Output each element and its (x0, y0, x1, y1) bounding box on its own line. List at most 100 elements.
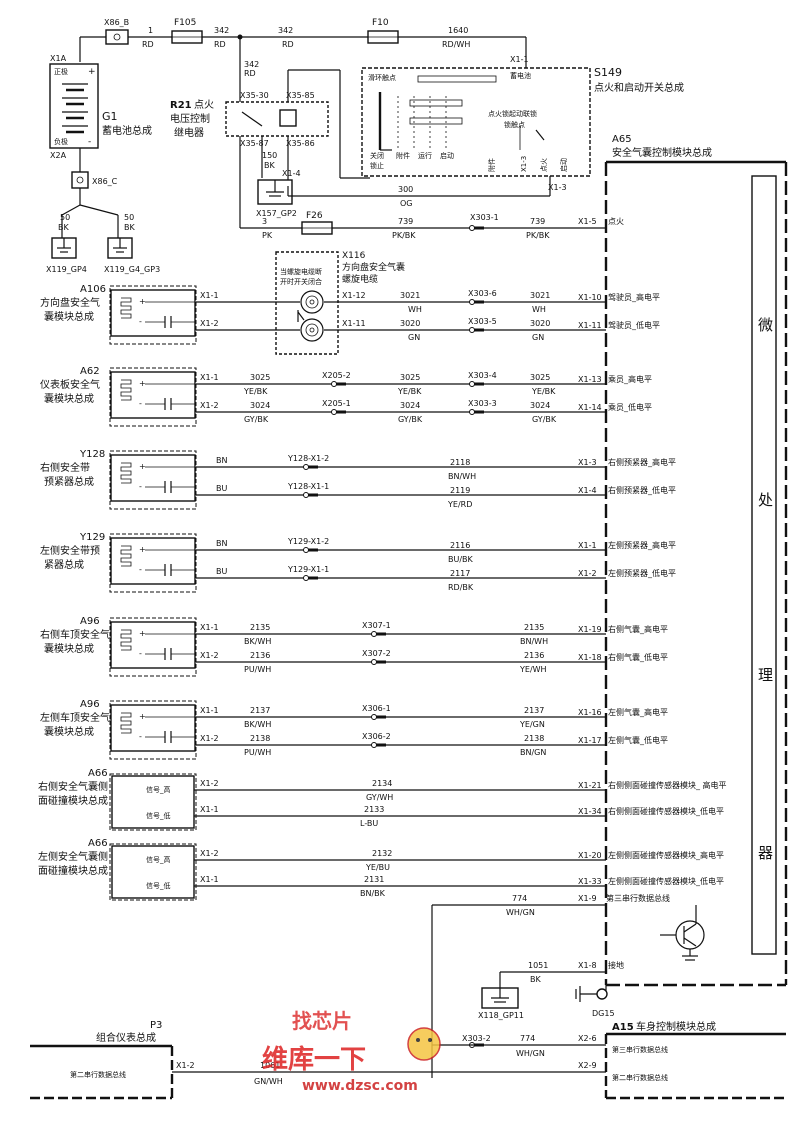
connector-pin (331, 381, 337, 387)
wire-label: 2118 (450, 458, 470, 467)
w300-num: 300 (398, 185, 413, 194)
connector-pin (371, 659, 377, 665)
wire-label: YE/WH (519, 665, 547, 674)
airbag-squib-icon: +- (110, 704, 196, 752)
wire-label: 信号_低 (146, 811, 171, 820)
w342c-num: 342 (244, 60, 259, 69)
w1051-num: 1051 (528, 961, 548, 970)
wire-label: Y129-X1-1 (287, 565, 329, 574)
wire-label: 2132 (372, 849, 392, 858)
component-name: 紧器总成 (44, 558, 84, 571)
s149-x11: X1-1 (510, 55, 529, 64)
component-name: 左侧安全带预 (40, 544, 100, 557)
battery-neg: 负极 (54, 137, 68, 146)
wire-label: X307-1 (362, 621, 391, 630)
wire-label: X306-2 (362, 732, 391, 741)
wire-label: 2117 (450, 569, 470, 578)
wire-label: BK/WH (244, 637, 271, 646)
terminal-icon-2 (76, 176, 84, 184)
wire-label: 左侧侧面碰撞传感器模块_低电平 (608, 876, 724, 886)
lock-label: 点火锁起动联锁 (488, 109, 537, 118)
component-ref: A66 (88, 768, 108, 779)
w1640-num: 1640 (448, 26, 468, 35)
w1051-col: BK (530, 975, 541, 984)
component-name: 右侧安全带 (40, 461, 90, 474)
ground-icon (51, 237, 77, 259)
wire-label: X303-6 (468, 289, 497, 298)
wire-label: 3025 (250, 373, 270, 382)
wire-label: 3020 (400, 319, 420, 328)
wire-label: GN (532, 333, 544, 342)
wire-label: X303-4 (468, 371, 497, 380)
w774b-num: 774 (520, 1034, 535, 1043)
wire-label: X1-2 (578, 569, 597, 578)
mascot-icon (407, 1027, 441, 1061)
w50a-num: 50 (60, 213, 70, 222)
wire-label: X1-19 (578, 625, 602, 634)
sensor-module-icon (111, 775, 195, 829)
watermark-text-1: 找芯片 (292, 1009, 352, 1033)
svg-text:-: - (139, 317, 142, 326)
wire-label: X1-17 (578, 736, 602, 745)
wire-label: YE/BK (397, 387, 422, 396)
airbag-squib-icon: +- (110, 537, 196, 585)
lock2-label: 锁触点 (504, 120, 525, 129)
wire-label: X1-12 (342, 291, 366, 300)
p85-label: X35-85 (286, 91, 315, 100)
connector-pin (303, 575, 309, 581)
component-box (109, 617, 197, 677)
wire-label: X1-1 (200, 875, 219, 884)
x14-label: X1-4 (282, 169, 301, 178)
relay-r21: R21 点火 电压控制 继电器 X35-30 X35-85 X35-87 X35… (170, 69, 370, 218)
gp11-label: X118_GP11 (478, 1011, 524, 1020)
component-ref: A96 (80, 616, 100, 627)
f105-label: F105 (174, 18, 196, 28)
data-pin: X1-9 (578, 894, 597, 903)
r21-name3: 继电器 (174, 126, 204, 139)
w774b-col: WH/GN (516, 1049, 545, 1058)
slip-label: 滑环触点 (368, 73, 396, 82)
component-box (109, 285, 197, 345)
mcu-label-2: 处 (758, 491, 773, 509)
dg15-terminal (596, 988, 608, 1000)
p3-func: 第二串行数据总线 (70, 1070, 126, 1079)
coil-icon (300, 290, 324, 314)
wire-label: X1-11 (578, 321, 602, 330)
wire-label: X303-3 (468, 399, 497, 408)
wire-label: X1-2 (200, 779, 219, 788)
wire-label: X1-1 (578, 541, 597, 550)
wire-label: GY/BK (244, 415, 269, 424)
module-a65: A65 安全气囊控制模块总成 微 处 理 器 (604, 134, 788, 987)
x116-name2: 螺旋电缆 (342, 273, 378, 285)
wire-label: WH (532, 305, 546, 314)
svg-text:-: - (139, 399, 142, 408)
f26-label: F26 (306, 211, 323, 221)
v2-label: X1-3 (520, 156, 528, 172)
g1-ref: G1 (102, 110, 118, 123)
wire-label: YE/BK (531, 387, 556, 396)
gnd-func: 接地 (608, 960, 624, 970)
svg-text:+: + (139, 297, 146, 306)
wire-label: YE/BU (365, 863, 390, 872)
bottom-section: P3 组合仪表总成 第二串行数据总线 X1-2 1061 GN/WH X303-… (30, 1020, 786, 1100)
f10-label: F10 (372, 18, 389, 28)
connector-pin (469, 409, 475, 415)
wire-label: 3025 (530, 373, 550, 382)
a65-ref: A65 (612, 134, 632, 145)
wire-label: 3021 (400, 291, 420, 300)
minus-sign: - (88, 137, 91, 147)
component-ref: A62 (80, 366, 100, 377)
mcu-label-4: 器 (758, 844, 773, 862)
acc-label: 附件 (396, 151, 410, 160)
switch-contact-icon (417, 75, 497, 83)
g1-name: 蓄电池总成 (102, 124, 152, 137)
wire-label: BU/BK (448, 555, 474, 564)
clockspring-box (275, 251, 339, 355)
w1061-num: 1061 (260, 1061, 280, 1070)
component-name: 囊模块总成 (44, 642, 94, 655)
component-ref: Y128 (79, 449, 105, 460)
wire-label: YE/GN (519, 720, 545, 729)
wire-label: X1-4 (578, 486, 597, 495)
wire-label: 乘员_高电平 (608, 374, 652, 384)
w3-col: PK (262, 231, 273, 240)
